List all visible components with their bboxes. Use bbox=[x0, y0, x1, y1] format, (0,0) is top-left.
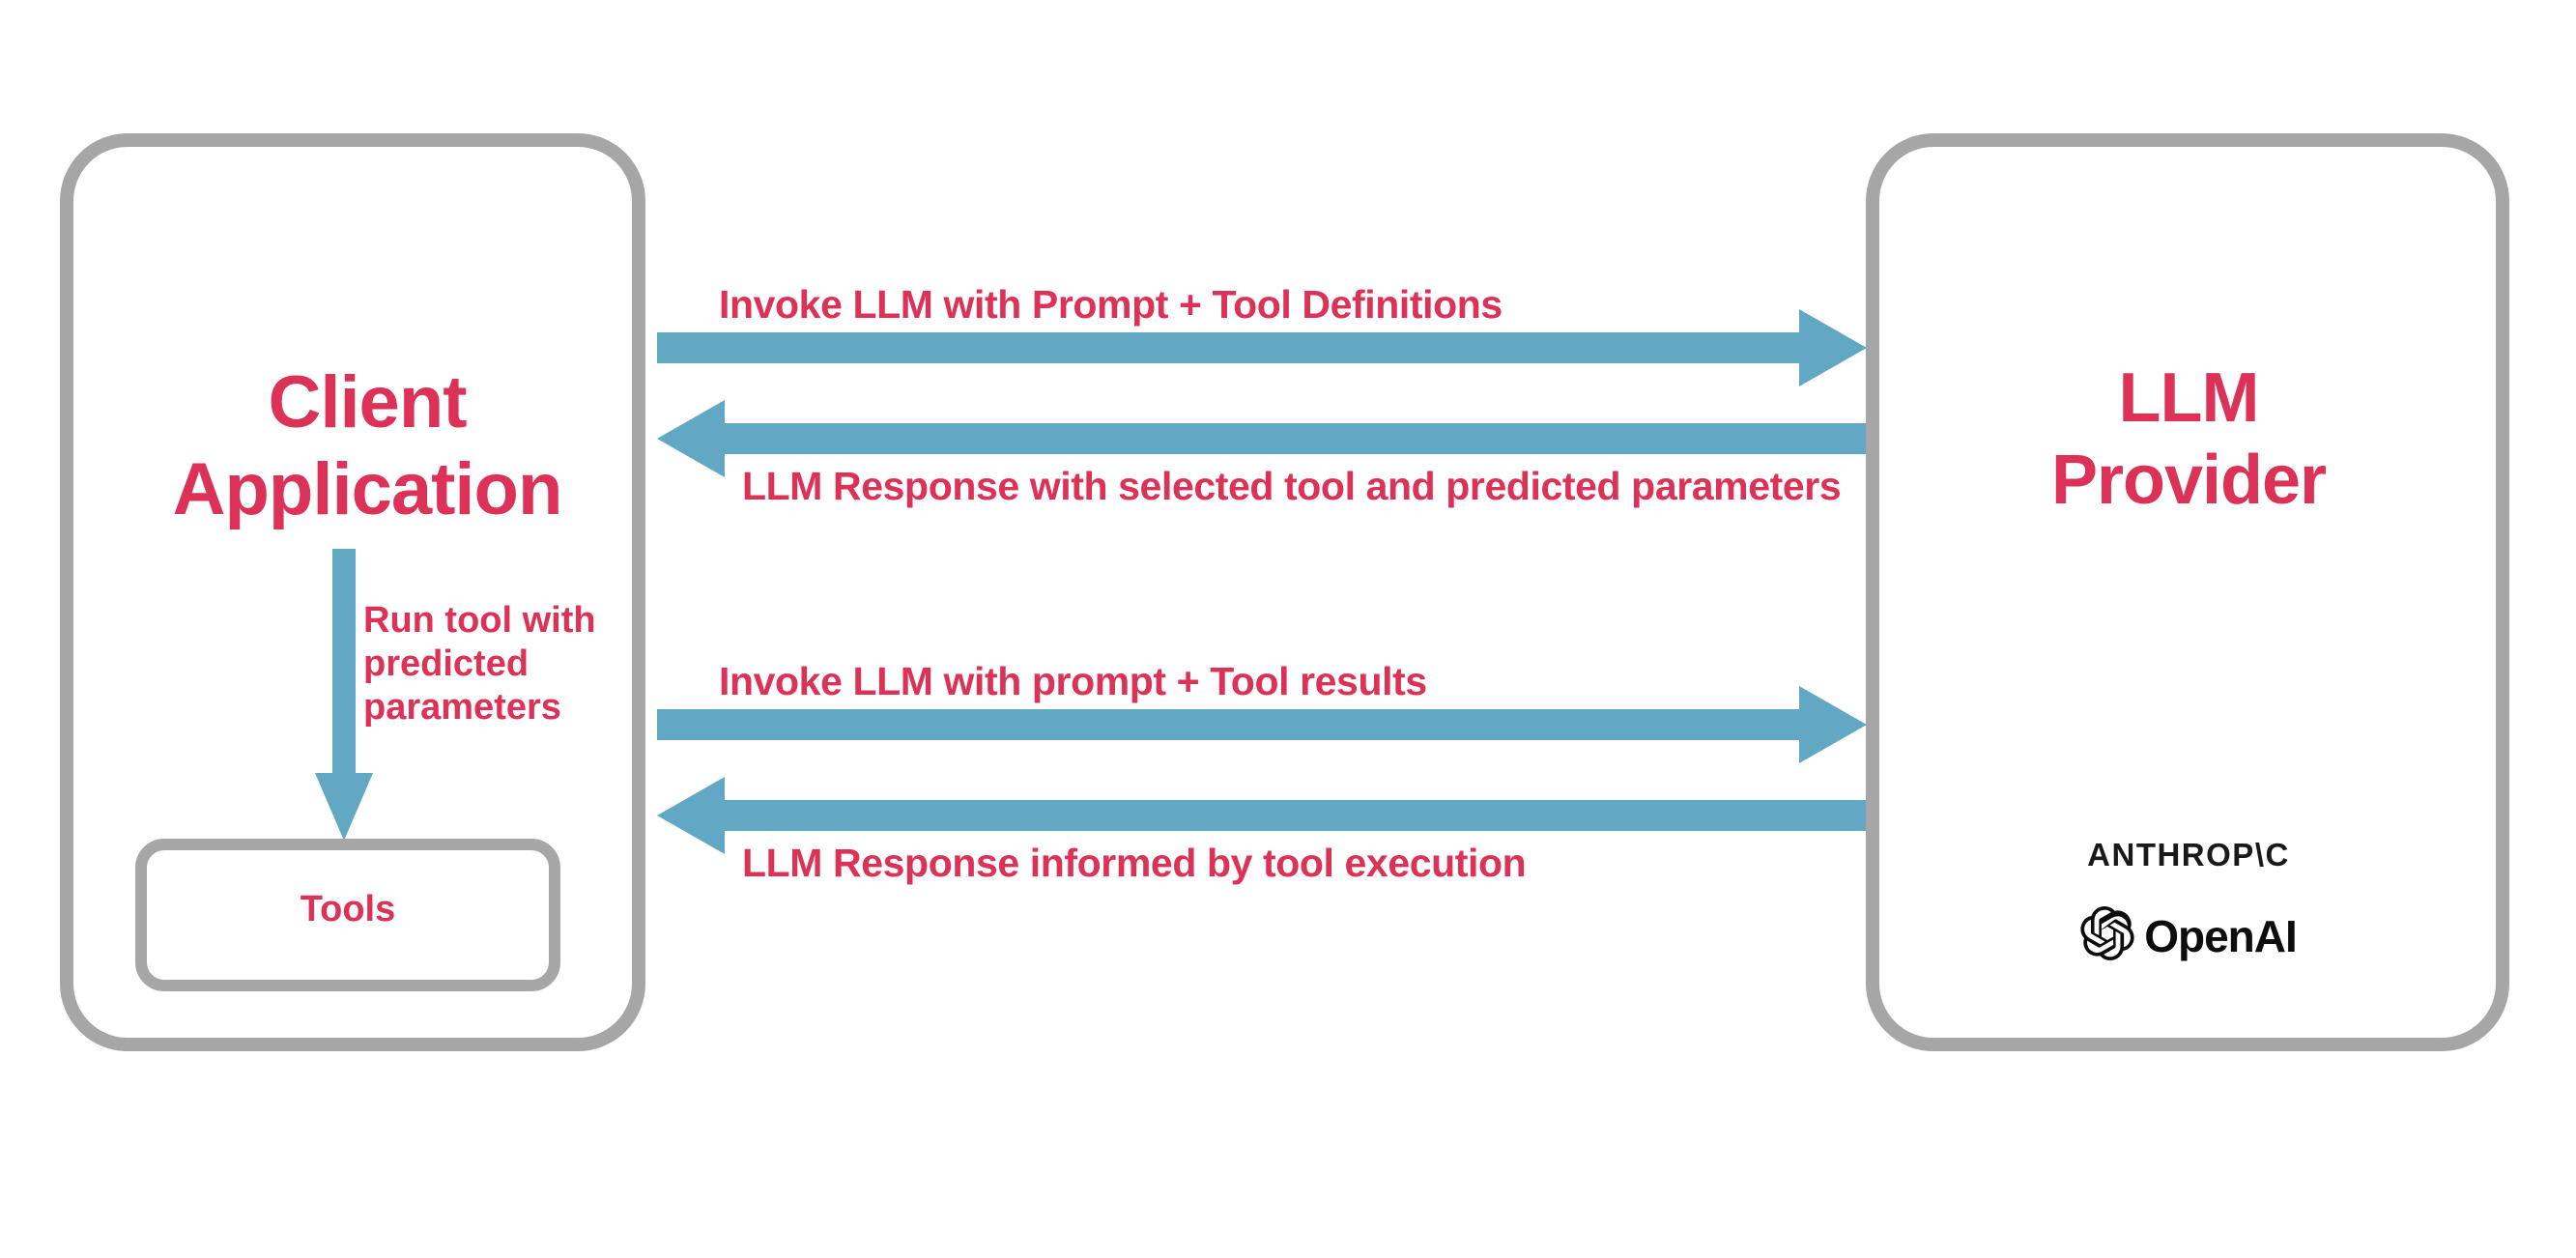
invoke-llm-tool-definitions-arrow bbox=[657, 307, 1867, 388]
openai-logo: OpenAI bbox=[1894, 906, 2483, 965]
llm-response-tool-execution-arrow bbox=[657, 775, 1867, 856]
llm-provider-title: LLM Provider bbox=[2050, 359, 2327, 519]
run-tool-arrow bbox=[315, 549, 383, 841]
llm-provider-box bbox=[1866, 133, 2509, 1051]
openai-wordmark: OpenAI bbox=[2144, 910, 2298, 961]
invoke-llm-tool-results-label: Invoke LLM with prompt + Tool results bbox=[719, 659, 1427, 703]
anthropic-logo: ANTHROP\C bbox=[2087, 837, 2290, 872]
tools-box bbox=[135, 839, 560, 991]
invoke-llm-tool-results-arrow bbox=[657, 684, 1867, 765]
run-tool-label: Run tool with predicted parameters bbox=[363, 600, 596, 728]
client-application-title: Client Application bbox=[172, 361, 563, 530]
openai-mark-icon bbox=[2080, 906, 2134, 965]
invoke-llm-tool-definitions-label: Invoke LLM with Prompt + Tool Definition… bbox=[719, 282, 1503, 327]
tools-label: Tools bbox=[300, 889, 396, 929]
llm-response-tool-execution-label: LLM Response informed by tool execution bbox=[742, 841, 1527, 885]
llm-response-selected-tool-arrow bbox=[657, 398, 1867, 479]
llm-response-selected-tool-label: LLM Response with selected tool and pred… bbox=[742, 464, 1842, 508]
